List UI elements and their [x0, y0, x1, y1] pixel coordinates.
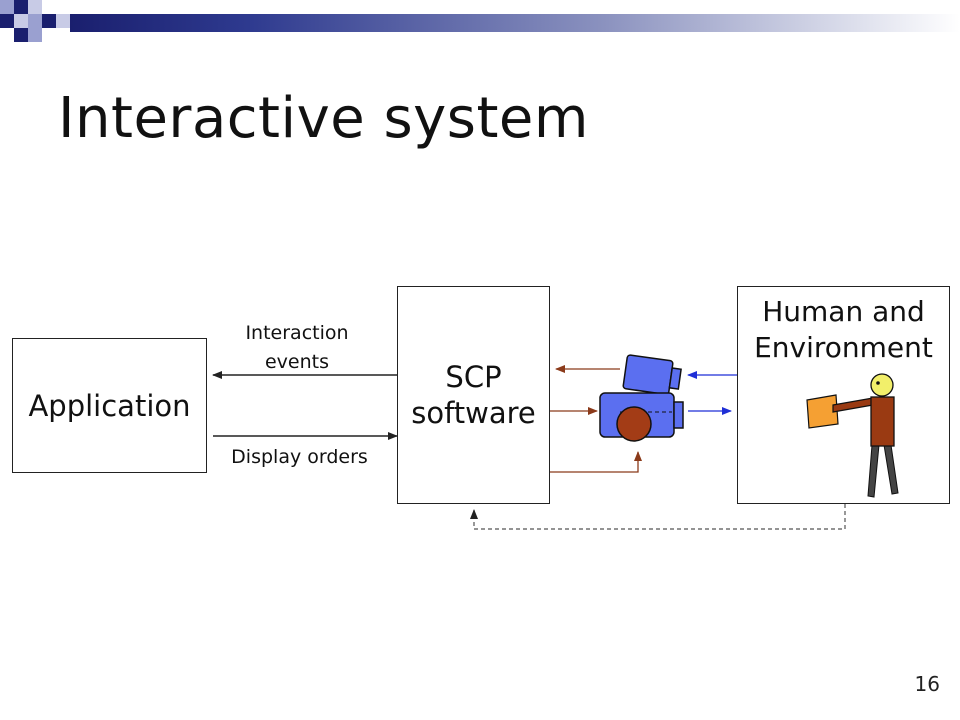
- events-label: events: [264, 351, 329, 373]
- slide-title: Interactive system: [58, 86, 589, 151]
- human-environment-box: Human and Environment: [737, 286, 950, 504]
- environment-label: Environment: [754, 331, 933, 364]
- human-label: Human and: [762, 295, 925, 328]
- page-number: 16: [914, 672, 940, 696]
- feedback-dashed-arrow: [470, 504, 846, 530]
- interaction-label: Interaction: [245, 322, 349, 344]
- header-squares-decoration: [0, 0, 70, 42]
- application-box: Application: [12, 338, 207, 473]
- scp-software-box: SCP software: [397, 286, 550, 504]
- camera-icon: [599, 354, 684, 442]
- scp-software-label: software: [411, 396, 536, 430]
- header-gradient-bar: [70, 14, 960, 32]
- display-orders-label: Display orders: [231, 446, 368, 468]
- scp-label: SCP: [445, 360, 502, 394]
- application-label: Application: [28, 389, 191, 423]
- person-icon: [806, 373, 899, 498]
- scp-to-lens-arrow: [550, 451, 642, 473]
